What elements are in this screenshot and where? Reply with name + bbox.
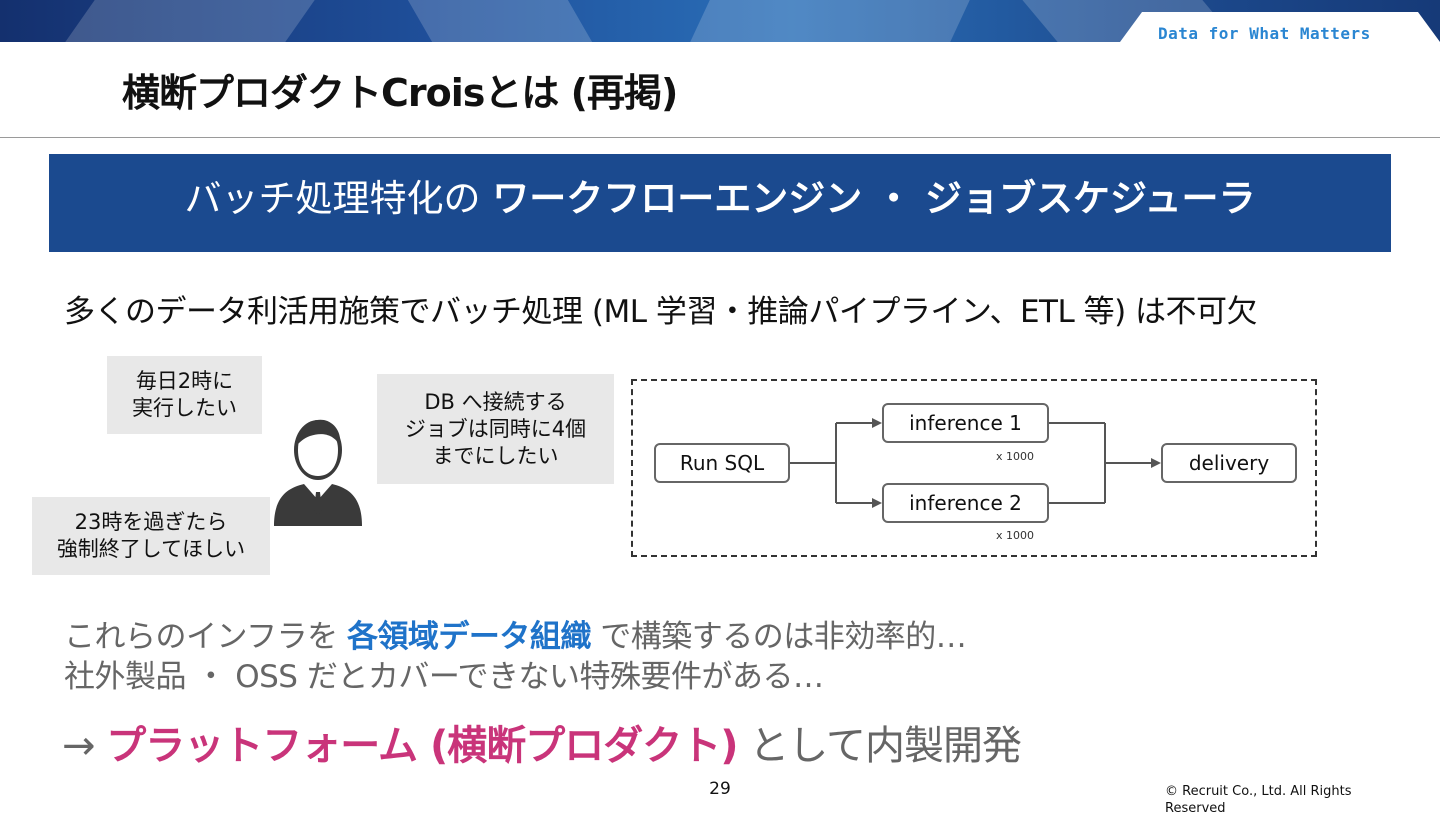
node-delivery: delivery: [1161, 443, 1297, 483]
bubble-line: 実行したい: [132, 396, 237, 420]
bubble-db-limit: DB へ接続する ジョブは同時に4個 までにしたい: [377, 374, 614, 484]
page-number: 29: [709, 779, 731, 799]
copyright-notice: © Recruit Co., Ltd. All Rights Reserved: [1165, 784, 1352, 816]
node-run-sql: Run SQL: [654, 443, 790, 483]
conclusion-arrow: →: [62, 723, 107, 769]
problem-emphasis: 各領域データ組織: [346, 619, 592, 655]
conclusion-line: → プラットフォーム (横断プロダクト) として内製開発: [62, 713, 1022, 771]
bubble-line: までにしたい: [432, 443, 559, 468]
multiplier-label: x 1000: [996, 529, 1035, 542]
conclusion-emphasis: プラットフォーム (横断プロダクト): [106, 723, 738, 769]
node-inference-1: inference 1: [882, 403, 1049, 443]
bubble-daily-schedule: 毎日2時に 実行したい: [107, 356, 262, 434]
title-divider: [0, 137, 1440, 138]
bubble-line: 強制終了してほしい: [56, 537, 246, 561]
problem-prefix: これらのインフラを: [64, 619, 347, 655]
bubble-line: DB へ接続する: [424, 389, 567, 414]
summary-banner: バッチ処理特化の ワークフローエンジン ・ ジョブスケジューラ: [49, 154, 1391, 252]
bubble-line: 毎日2時に: [135, 369, 234, 393]
bubble-line: ジョブは同時に4個: [404, 416, 587, 441]
banner-text: バッチ処理特化の ワークフローエンジン ・ ジョブスケジューラ: [49, 168, 1391, 222]
problem-line-1: これらのインフラを 各領域データ組織 で構築するのは非効率的…: [64, 611, 967, 656]
bubble-force-stop: 23時を過ぎたら 強制終了してほしい: [32, 497, 270, 575]
banner-emphasis: ワークフローエンジン ・ ジョブスケジューラ: [492, 177, 1256, 220]
bubble-line: 23時を過ぎたら: [74, 510, 228, 534]
node-inference-2: inference 2: [882, 483, 1049, 523]
brand-tagline: Data for What Matters: [1158, 24, 1371, 43]
workflow-diagram: [631, 379, 1317, 557]
lead-text: 多くのデータ利活用施策でバッチ処理 (ML 学習・推論パイプライン、ETL 等)…: [64, 294, 1258, 330]
user-icon: [274, 419, 362, 526]
banner-prefix: バッチ処理特化の: [184, 177, 493, 220]
multiplier-label: x 1000: [996, 450, 1035, 463]
problem-suffix: で構築するのは非効率的…: [590, 619, 967, 655]
problem-line-2: 社外製品 ・ OSS だとカバーできない特殊要件がある…: [64, 659, 824, 695]
tagline-tab: [1120, 12, 1440, 42]
page-title: 横断プロダクトCroisとは (再掲): [122, 71, 678, 115]
conclusion-suffix: として内製開発: [737, 723, 1022, 769]
